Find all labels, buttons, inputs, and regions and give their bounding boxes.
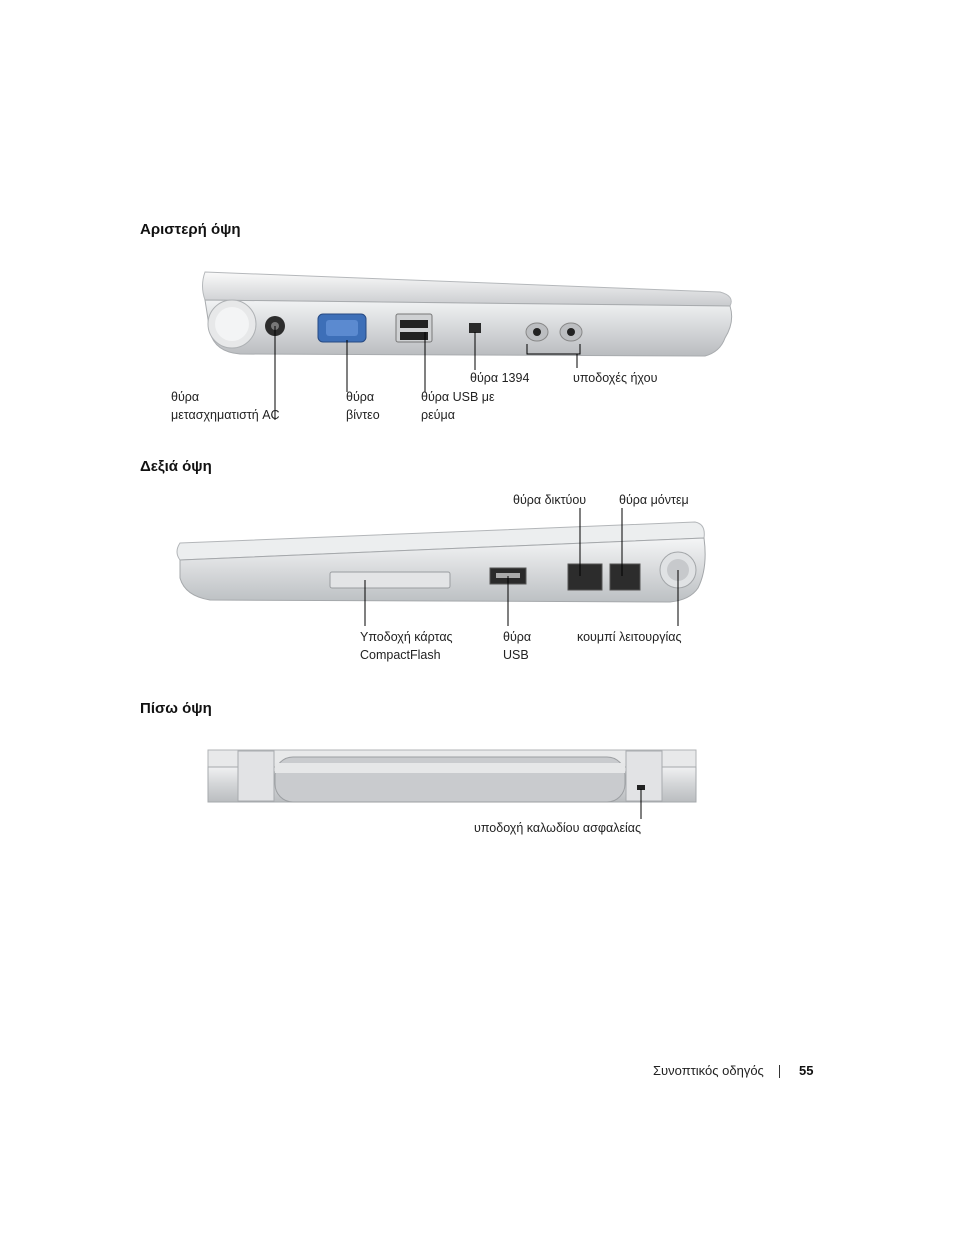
laptop-right-side-image	[176, 508, 706, 626]
label-modem-port: θύρα μόντεμ	[619, 493, 689, 507]
page-number: 55	[799, 1063, 814, 1078]
label-1394-port: θύρα 1394	[470, 371, 530, 385]
section-title-back-view: Πίσω όψη	[140, 700, 212, 717]
laptop-back-image	[207, 749, 697, 819]
label-network-port: θύρα δικτύου	[513, 493, 587, 507]
label-audio-connectors: υποδοχές ήχου	[573, 371, 658, 385]
section-title-right-view: Δεξιά όψη	[140, 458, 212, 475]
label-security-cable-slot: υποδοχή καλωδίου ασφαλείας	[474, 821, 642, 835]
footer-guide-title: Συνοπτικός οδηγός	[653, 1063, 764, 1078]
label-ac-adapter-port: θύρα μετασχηματιστή AC	[171, 390, 280, 422]
label-usb-port: θύρα USB	[503, 630, 532, 662]
label-video-port: θύρα βίντεο	[346, 390, 380, 422]
section-title-left-view: Αριστερή όψη	[140, 221, 241, 238]
label-powered-usb-port: θύρα USB με ρεύμα	[421, 390, 495, 422]
footer-separator	[779, 1065, 780, 1078]
label-compactflash-slot: Υποδοχή κάρτας CompactFlash	[360, 630, 453, 662]
label-power-button: κουμπί λειτουργίας	[577, 630, 682, 644]
laptop-left-side-image	[202, 271, 733, 420]
